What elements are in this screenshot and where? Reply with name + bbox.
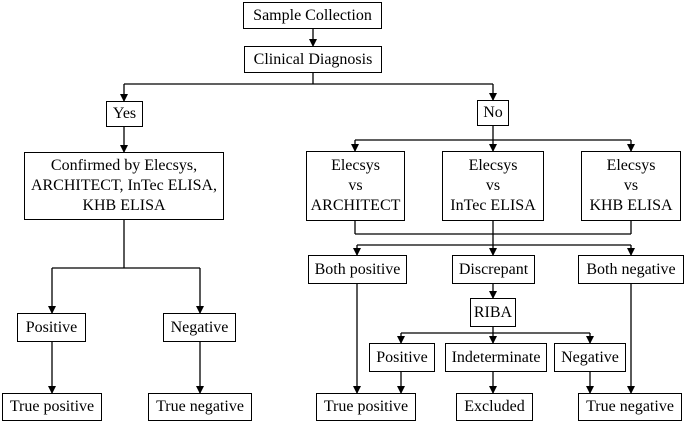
node-compare-architect-line-2: vs: [348, 177, 363, 194]
node-yes: Yes: [106, 101, 143, 127]
node-compare-architect: Elecsys vs ARCHITECT: [306, 151, 405, 221]
node-confirmed-line-3: KHB ELISA: [82, 197, 166, 214]
node-both-positive: Both positive: [308, 255, 407, 284]
node-indeterminate: Indeterminate: [445, 343, 547, 372]
node-true-positive-right: True positive: [316, 393, 416, 421]
node-compare-khb-line-1: Elecsys: [606, 157, 656, 174]
node-true-negative-left: True negative: [148, 393, 252, 421]
node-compare-khb: Elecsys vs KHB ELISA: [581, 151, 681, 221]
node-true-positive-left: True positive: [2, 393, 102, 421]
node-riba: RIBA: [470, 298, 516, 327]
node-confirmed-line-1: Confirmed by Elecsys,: [50, 157, 198, 174]
node-positive-left: Positive: [17, 313, 86, 342]
node-compare-intec-line-2: vs: [485, 177, 501, 194]
node-compare-architect-line-1: Elecsys: [331, 157, 380, 174]
node-compare-khb-line-2: vs: [623, 177, 639, 194]
node-negative-left: Negative: [163, 313, 236, 342]
node-sample-collection: Sample Collection: [243, 2, 382, 29]
node-compare-intec-line-1: Elecsys: [468, 157, 518, 174]
node-confirmed: Confirmed by Elecsys, ARCHITECT, InTec E…: [24, 152, 224, 220]
node-compare-intec-line-3: InTec ELISA: [450, 197, 536, 214]
node-compare-khb-line-3: KHB ELISA: [589, 197, 673, 214]
node-true-negative-right: True negative: [578, 393, 682, 421]
node-no: No: [477, 100, 509, 126]
node-clinical-diagnosis: Clinical Diagnosis: [244, 46, 382, 73]
node-both-negative: Both negative: [578, 255, 684, 284]
node-negative-right: Negative: [554, 343, 626, 372]
node-positive-right: Positive: [369, 343, 435, 372]
node-discrepant: Discrepant: [452, 255, 535, 284]
node-compare-architect-line-3: ARCHITECT: [310, 197, 401, 214]
node-excluded: Excluded: [456, 393, 533, 421]
node-confirmed-line-2: ARCHITECT, InTec ELISA,: [30, 177, 218, 194]
node-compare-intec: Elecsys vs InTec ELISA: [442, 151, 544, 221]
